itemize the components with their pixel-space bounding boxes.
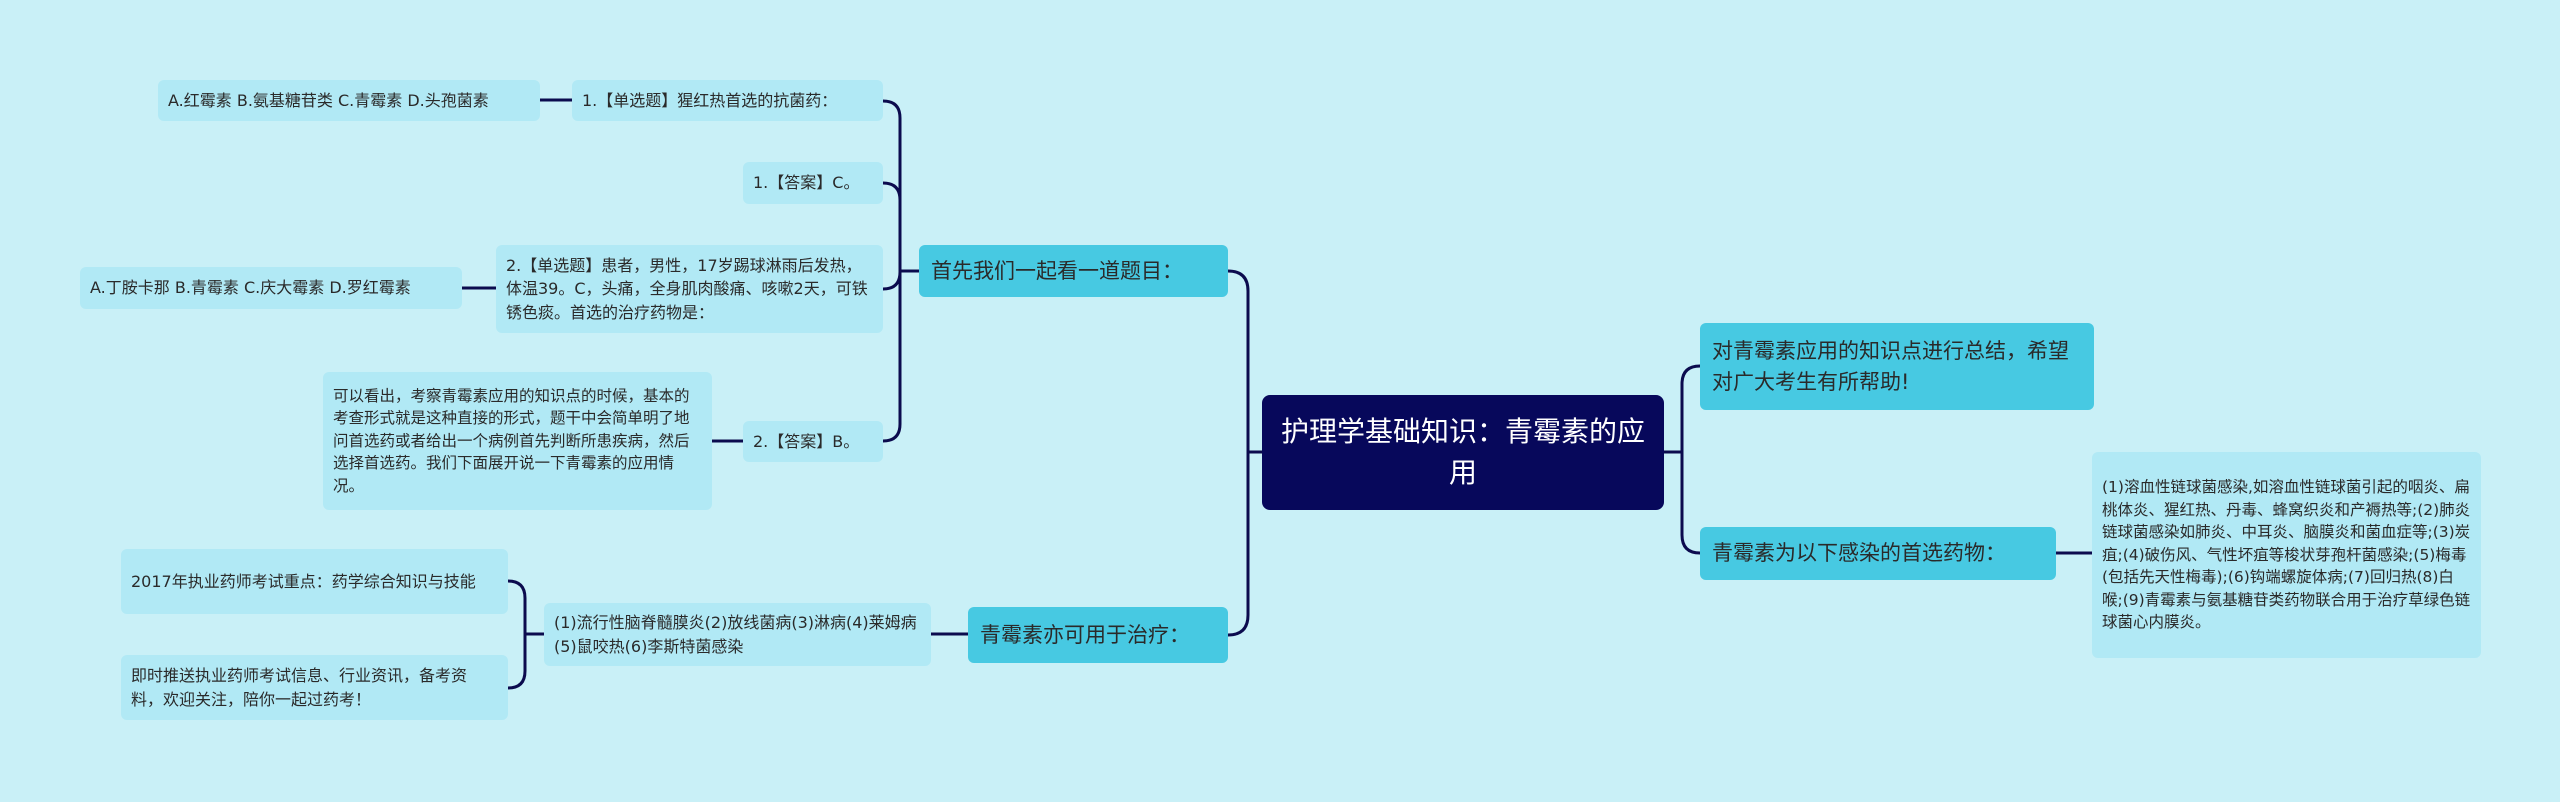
extra-item[interactable]: 2017年执业药师考试重点：药学综合知识与技能 xyxy=(121,549,508,614)
a1-answer[interactable]: 1.【答案】C。 xyxy=(743,162,883,204)
extra-text: 即时推送执业药师考试信息、行业资讯，备考资料，欢迎关注，陪你一起过药考！ xyxy=(131,666,468,709)
q2-options[interactable]: A.丁胺卡那 B.青霉素 C.庆大霉素 D.罗红霉素 xyxy=(80,267,462,309)
a2-text: 2.【答案】B。 xyxy=(753,431,860,451)
q1-text: 1.【单选题】猩红热首选的抗菌药： xyxy=(582,90,838,110)
q2-options-text: A.丁胺卡那 B.青霉素 C.庆大霉素 D.罗红霉素 xyxy=(90,278,411,298)
q2-question[interactable]: 2.【单选题】患者，男性，17岁踢球淋雨后发热，体温39。C，头痛，全身肌肉酸痛… xyxy=(496,245,883,333)
extra-text: 2017年执业药师考试重点：药学综合知识与技能 xyxy=(131,571,476,591)
topic-summary[interactable]: 对青霉素应用的知识点进行总结，希望对广大考生有所帮助! xyxy=(1700,323,2094,410)
also-detail-text: (1)流行性脑脊髓膜炎(2)放线菌病(3)淋病(4)莱姆病(5)鼠咬热(6)李斯… xyxy=(554,613,917,656)
topic-first-question[interactable]: 首先我们一起看一道题目： xyxy=(919,245,1228,297)
first-choice-detail[interactable]: (1)溶血性链球菌感染,如溶血性链球菌引起的咽炎、扁桃体炎、猩红热、丹毒、蜂窝织… xyxy=(2092,452,2481,658)
q1-question[interactable]: 1.【单选题】猩红热首选的抗菌药： xyxy=(572,80,883,121)
root-title: 护理学基础知识：青霉素的应用 xyxy=(1280,414,1645,489)
also-detail[interactable]: (1)流行性脑脊髓膜炎(2)放线菌病(3)淋病(4)莱姆病(5)鼠咬热(6)李斯… xyxy=(544,603,931,666)
first-choice-detail-text: (1)溶血性链球菌感染,如溶血性链球菌引起的咽炎、扁桃体炎、猩红热、丹毒、蜂窝织… xyxy=(2102,478,2471,632)
a2-answer[interactable]: 2.【答案】B。 xyxy=(743,421,883,462)
a2-note[interactable]: 可以看出，考察青霉素应用的知识点的时候，基本的考查形式就是这种直接的形式，题干中… xyxy=(323,372,712,510)
a1-text: 1.【答案】C。 xyxy=(753,173,860,193)
extra-item[interactable]: 即时推送执业药师考试信息、行业资讯，备考资料，欢迎关注，陪你一起过药考！ xyxy=(121,655,508,720)
topic-label: 青霉素亦可用于治疗： xyxy=(980,622,1190,647)
q2-text: 2.【单选题】患者，男性，17岁踢球淋雨后发热，体温39。C，头痛，全身肌肉酸痛… xyxy=(506,256,868,322)
topic-first-choice[interactable]: 青霉素为以下感染的首选药物： xyxy=(1700,527,2056,580)
a2-note-text: 可以看出，考察青霉素应用的知识点的时候，基本的考查形式就是这种直接的形式，题干中… xyxy=(333,386,690,495)
summary-text: 对青霉素应用的知识点进行总结，希望对广大考生有所帮助! xyxy=(1712,339,2069,394)
root-node[interactable]: 护理学基础知识：青霉素的应用 xyxy=(1262,395,1664,510)
topic-also-treats[interactable]: 青霉素亦可用于治疗： xyxy=(968,607,1228,663)
q1-options-text: A.红霉素 B.氨基糖苷类 C.青霉素 D.头孢菌素 xyxy=(168,90,489,110)
topic-label: 青霉素为以下感染的首选药物： xyxy=(1712,541,2006,566)
q1-options[interactable]: A.红霉素 B.氨基糖苷类 C.青霉素 D.头孢菌素 xyxy=(158,80,540,121)
topic-label: 首先我们一起看一道题目： xyxy=(931,258,1183,283)
